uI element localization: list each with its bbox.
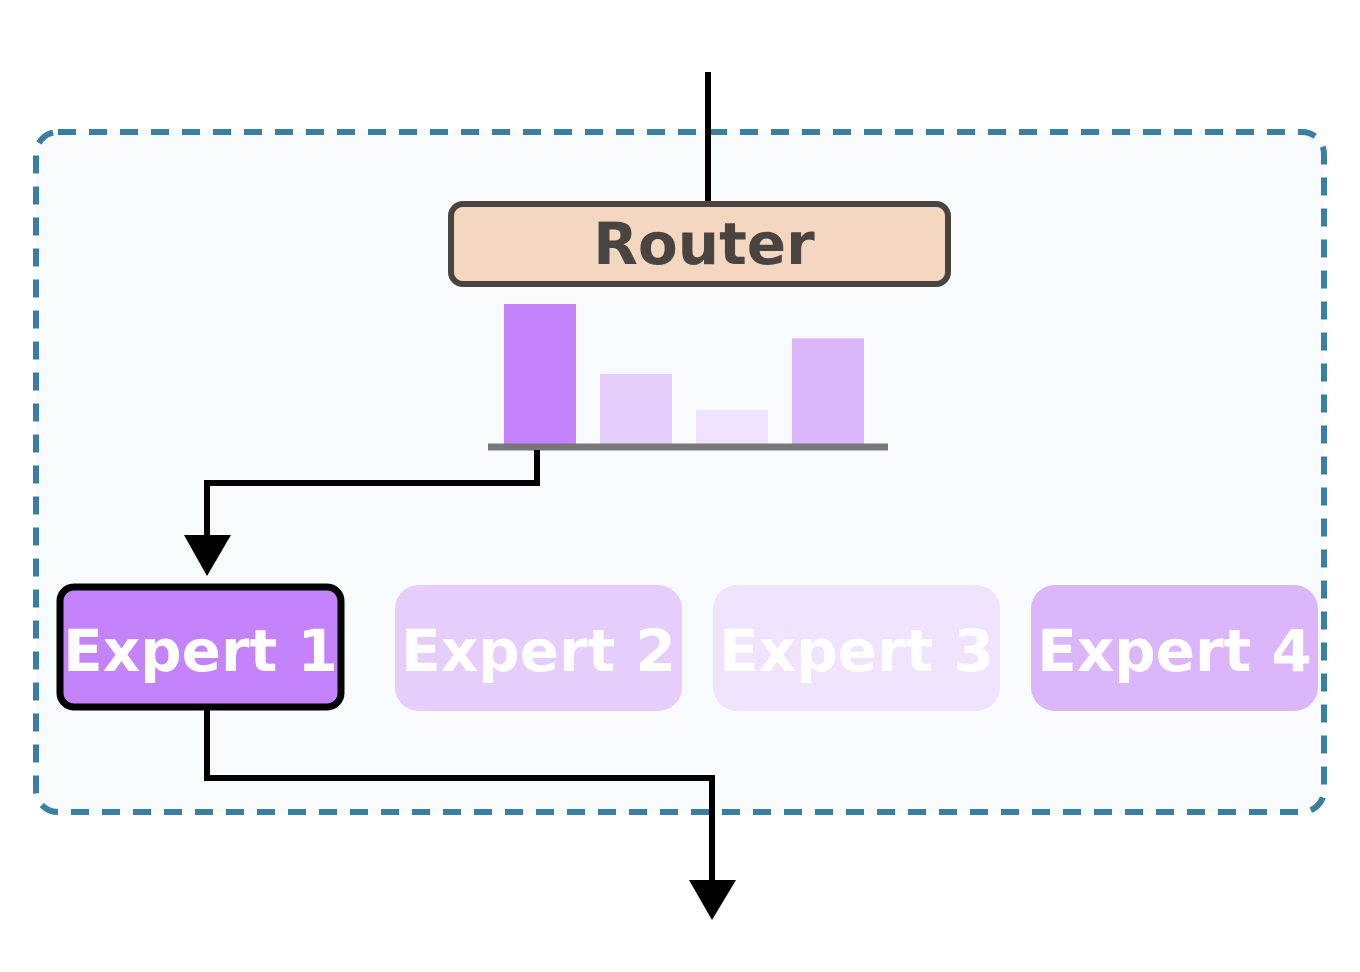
- distribution-bar-3: [696, 409, 768, 447]
- route-connector-expert-1: [204, 450, 540, 545]
- router-node: Router: [448, 201, 951, 287]
- distribution-bar-2: [600, 374, 672, 447]
- expert-label-2: Expert 2: [401, 617, 676, 685]
- distribution-bar-1: [504, 304, 576, 447]
- output-connector: [204, 709, 715, 884]
- expert-box-3: [713, 585, 1000, 711]
- router-box: [448, 201, 951, 287]
- expert-node-3: Expert 3: [713, 585, 1000, 711]
- distribution-bar-4: [792, 338, 864, 447]
- output-arrow-head-icon: [689, 880, 736, 920]
- experts-row: Expert 1 Expert 2 Expert 3 Expert 4: [56, 583, 1318, 711]
- expert-node-4: Expert 4: [1031, 585, 1318, 711]
- expert-box-2: [395, 585, 682, 711]
- router-distribution: [504, 304, 864, 447]
- router-label: Router: [593, 210, 815, 278]
- moe-layer-container: [33, 129, 1327, 815]
- expert-node-1: Expert 1: [56, 583, 345, 711]
- expert-label-3: Expert 3: [719, 617, 994, 685]
- arrow-head-icon: [184, 535, 231, 576]
- expert-box-4: [1031, 585, 1318, 711]
- expert-label-1: Expert 1: [63, 617, 338, 685]
- expert-box-1: [56, 583, 345, 711]
- expert-node-2: Expert 2: [395, 585, 682, 711]
- expert-label-4: Expert 4: [1037, 617, 1312, 685]
